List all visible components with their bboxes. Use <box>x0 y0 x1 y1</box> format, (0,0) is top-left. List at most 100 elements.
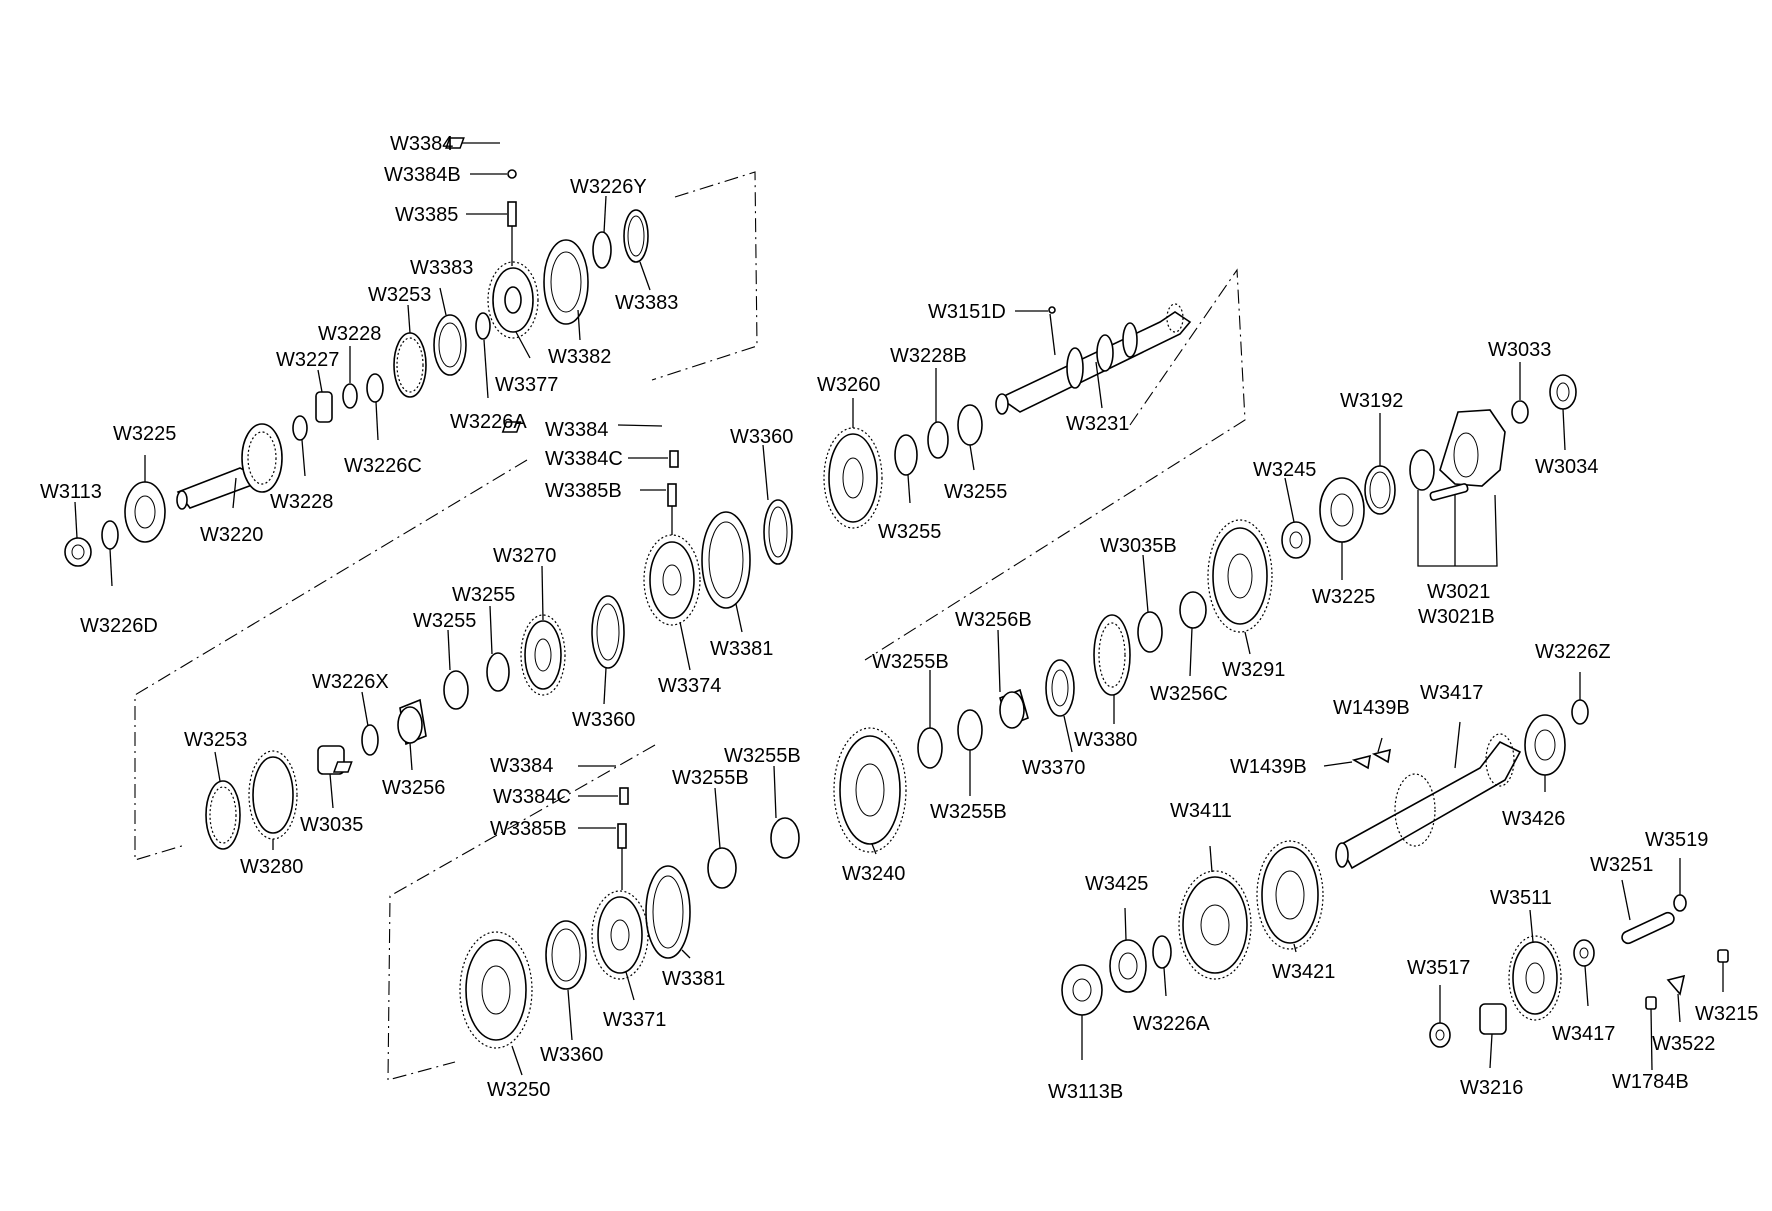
label-w3382: W3382 <box>548 346 611 368</box>
label-w3377: W3377 <box>495 374 558 396</box>
part-labels: W3384 W3384B W3385 W3226Y W3383 W3383 W3… <box>40 133 1758 1103</box>
label-w3411: W3411 <box>1170 800 1232 822</box>
label-w3151d: W3151D <box>928 301 1006 323</box>
w3374-hub <box>649 541 695 619</box>
w3253-ring-a <box>393 332 427 398</box>
label-w3383-a: W3383 <box>410 257 473 279</box>
label-w3226y: W3226Y <box>570 176 647 198</box>
w1439b-key-b <box>1371 748 1391 764</box>
w1439b-key-a <box>1351 754 1371 770</box>
w3255-ring-a <box>894 434 918 476</box>
label-w3374: W3374 <box>658 675 721 697</box>
label-w3522: W3522 <box>1652 1033 1715 1055</box>
leader-lines <box>74 142 1724 1076</box>
w3421-gear <box>1261 846 1319 944</box>
label-w3227: W3227 <box>276 349 339 371</box>
w3192-seal-a <box>1409 449 1435 491</box>
label-w3225-b: W3225 <box>1312 586 1375 608</box>
label-w1439b-b: W1439B <box>1230 756 1307 778</box>
label-w3113b: W3113B <box>1048 1081 1123 1103</box>
label-w3253-b: W3253 <box>184 729 247 751</box>
label-w3385b-b: W3385B <box>490 818 567 840</box>
label-w3226a-b: W3226A <box>1133 1013 1210 1035</box>
label-w3035: W3035 <box>300 814 363 836</box>
label-w3511: W3511 <box>1490 887 1552 909</box>
label-w3360-c: W3360 <box>540 1044 603 1066</box>
w3360-ring-c <box>545 920 587 990</box>
label-w3383-b: W3383 <box>615 292 678 314</box>
w3228b-ring <box>927 421 949 459</box>
label-w3035b: W3035B <box>1100 535 1177 557</box>
w3253-ring-b <box>205 780 241 850</box>
w3250-gear <box>465 939 527 1041</box>
w3417-shaft <box>1338 740 1522 870</box>
label-w3370: W3370 <box>1022 757 1085 779</box>
w3255b-ring-d <box>770 817 800 859</box>
label-w3226a-a: W3226A <box>450 411 527 433</box>
w3245-washer <box>1281 521 1311 559</box>
label-w3270: W3270 <box>493 545 556 567</box>
label-w3033: W3033 <box>1488 339 1551 361</box>
label-w3256b: W3256B <box>955 609 1032 631</box>
label-w3255-d: W3255 <box>413 610 476 632</box>
w3251-pin <box>1621 911 1675 945</box>
label-w3034: W3034 <box>1535 456 1598 478</box>
w3260-gear <box>828 433 878 523</box>
label-w3517: W3517 <box>1407 957 1470 979</box>
w3417-washer-b <box>1573 939 1595 967</box>
label-w1439b-a: W1439B <box>1333 697 1410 719</box>
label-w3380: W3380 <box>1074 729 1137 751</box>
w3255b-ring-b <box>957 709 983 751</box>
label-w3192: W3192 <box>1340 390 1403 412</box>
label-w3240: W3240 <box>842 863 905 885</box>
w3228-ring-b <box>292 415 308 441</box>
label-w3291: W3291 <box>1222 659 1285 681</box>
label-w3381-b: W3381 <box>662 968 725 990</box>
label-w3228b: W3228B <box>890 345 967 367</box>
label-w3384c-b: W3384C <box>493 786 571 808</box>
w3255-ring-c <box>486 652 510 692</box>
label-w3251: W3251 <box>1590 854 1653 876</box>
w3381-sleeve-b <box>645 865 691 959</box>
label-w3245: W3245 <box>1253 459 1316 481</box>
w3226x-ring <box>361 724 379 756</box>
group-boundaries <box>134 171 1246 1081</box>
label-w3384c-a: W3384C <box>545 448 623 470</box>
w3035b-ring <box>1137 611 1163 653</box>
label-w3255-c: W3255 <box>452 584 515 606</box>
label-w3417-a: W3417 <box>1420 682 1483 704</box>
label-w3519: W3519 <box>1645 829 1708 851</box>
w3151d-ball <box>1048 306 1056 314</box>
label-w3417-b: W3417 <box>1552 1023 1615 1045</box>
label-w3021: W3021 <box>1427 581 1490 603</box>
w3226z-ring <box>1571 699 1589 725</box>
w3226a-ring-b <box>1152 935 1172 969</box>
w3021-flange <box>1439 409 1506 487</box>
label-w3421: W3421 <box>1272 961 1335 983</box>
w3371-hub <box>597 896 643 974</box>
w3385b-part-a <box>667 483 677 507</box>
label-w3280: W3280 <box>240 856 303 878</box>
w3228-ring-a <box>342 383 358 409</box>
label-w3250: W3250 <box>487 1079 550 1101</box>
w3113-nut <box>64 537 92 567</box>
w3411-gear <box>1182 876 1248 974</box>
label-w3255-a: W3255 <box>944 481 1007 503</box>
label-w3385b-a: W3385B <box>545 480 622 502</box>
w3240-gear <box>839 735 901 845</box>
w3384-part-a <box>445 137 465 149</box>
label-w3021b: W3021B <box>1418 606 1495 628</box>
label-w3385: W3385 <box>395 204 458 226</box>
w3256c-ring <box>1179 591 1207 629</box>
w3384b-part <box>507 169 517 179</box>
w3226a-ring-a <box>475 312 491 340</box>
label-w3255b-b: W3255B <box>930 801 1007 823</box>
w3216-bearing <box>1479 1003 1507 1035</box>
w3385b-part-b <box>617 823 627 849</box>
label-w3384-b: W3384 <box>545 419 608 441</box>
w3226d-ring <box>101 520 119 550</box>
label-w3226z: W3226Z <box>1535 641 1611 663</box>
w3517-washer <box>1429 1022 1451 1048</box>
w3226y-ring <box>592 231 612 269</box>
w1784b-nut <box>1645 996 1657 1010</box>
